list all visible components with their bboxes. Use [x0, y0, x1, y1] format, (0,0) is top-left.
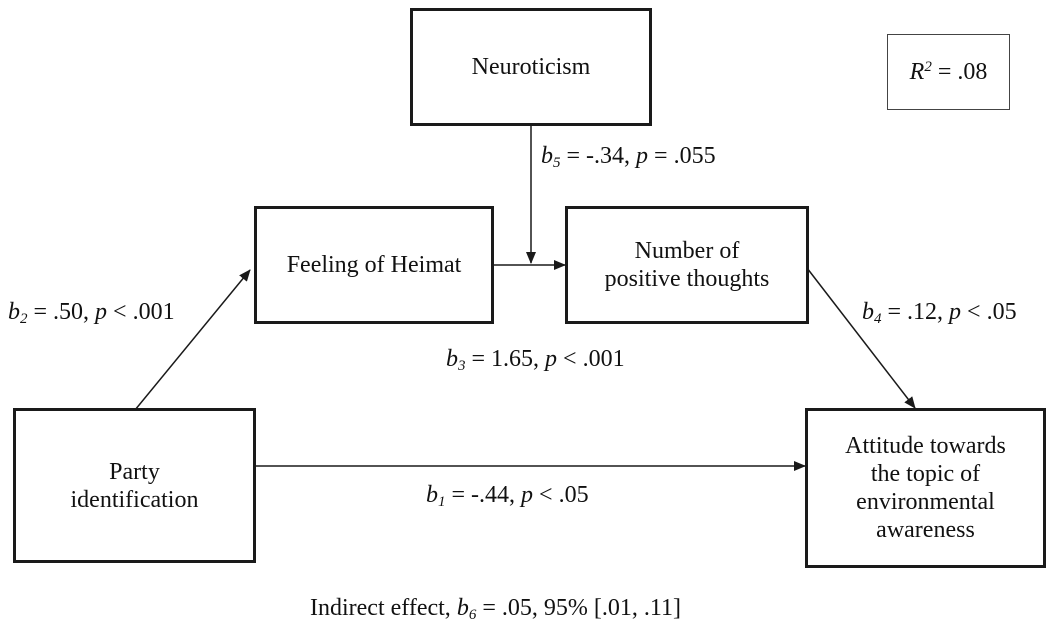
- path-b4-label: b4 = .12, p < .05: [862, 299, 1017, 327]
- neuroticism-label: Neuroticism: [471, 54, 591, 80]
- path-b2-arrow: [134, 269, 251, 411]
- path-b4-arrow: [806, 267, 916, 409]
- neuroticism-box: Neuroticism: [410, 8, 652, 126]
- path-b5-label: b5 = -.34, p = .055: [541, 143, 716, 171]
- r-squared-label: R2 = .08: [909, 59, 988, 85]
- path-b2-label: b2 = .50, p < .001: [8, 299, 175, 327]
- heimat-box: Feeling of Heimat: [254, 206, 494, 324]
- path-b3-label: b3 = 1.65, p < .001: [446, 346, 625, 374]
- r-squared-box: R2 = .08: [887, 34, 1010, 110]
- path-b1-label: b1 = -.44, p < .05: [426, 482, 589, 510]
- indirect-effect-label: Indirect effect, b6 = .05, 95% [.01, .11…: [310, 595, 681, 623]
- heimat-label: Feeling of Heimat: [286, 252, 462, 278]
